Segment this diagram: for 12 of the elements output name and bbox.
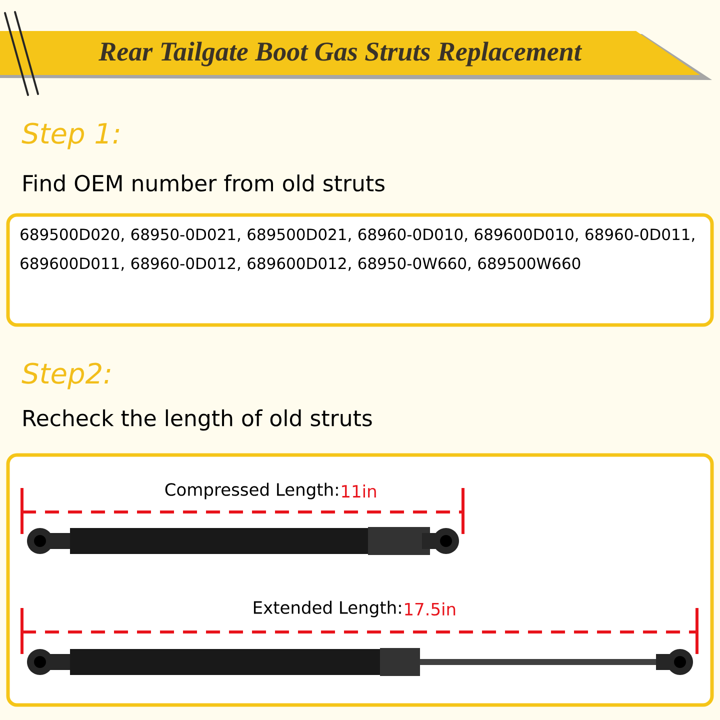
part-numbers: 689500D020, 68950-0D021, 689500D021, 68960-0D010, 689600D010, 68960-0D011, 689600D011, 68960-0D012, 689600D012, 68950-0W660, 689500W660 — [20, 228, 694, 271]
text-box — [6, 213, 714, 327]
length-label: Extended Length: — [254, 600, 401, 618]
instruction-text: Recheck the length of old struts — [24, 409, 372, 431]
title-banner: Rear Tailgate Boot Gas Struts Replacement — [0, 31, 712, 80]
step-heading: Step 1: — [22, 122, 120, 150]
length-label: Compressed Length: — [165, 482, 338, 500]
length-value: 11in — [342, 484, 376, 498]
step-heading: Step2: — [22, 362, 110, 390]
strut-panel — [6, 453, 714, 707]
instruction-text: Find OEM number from old struts — [24, 174, 384, 192]
length-value: 17.5in — [405, 602, 456, 616]
